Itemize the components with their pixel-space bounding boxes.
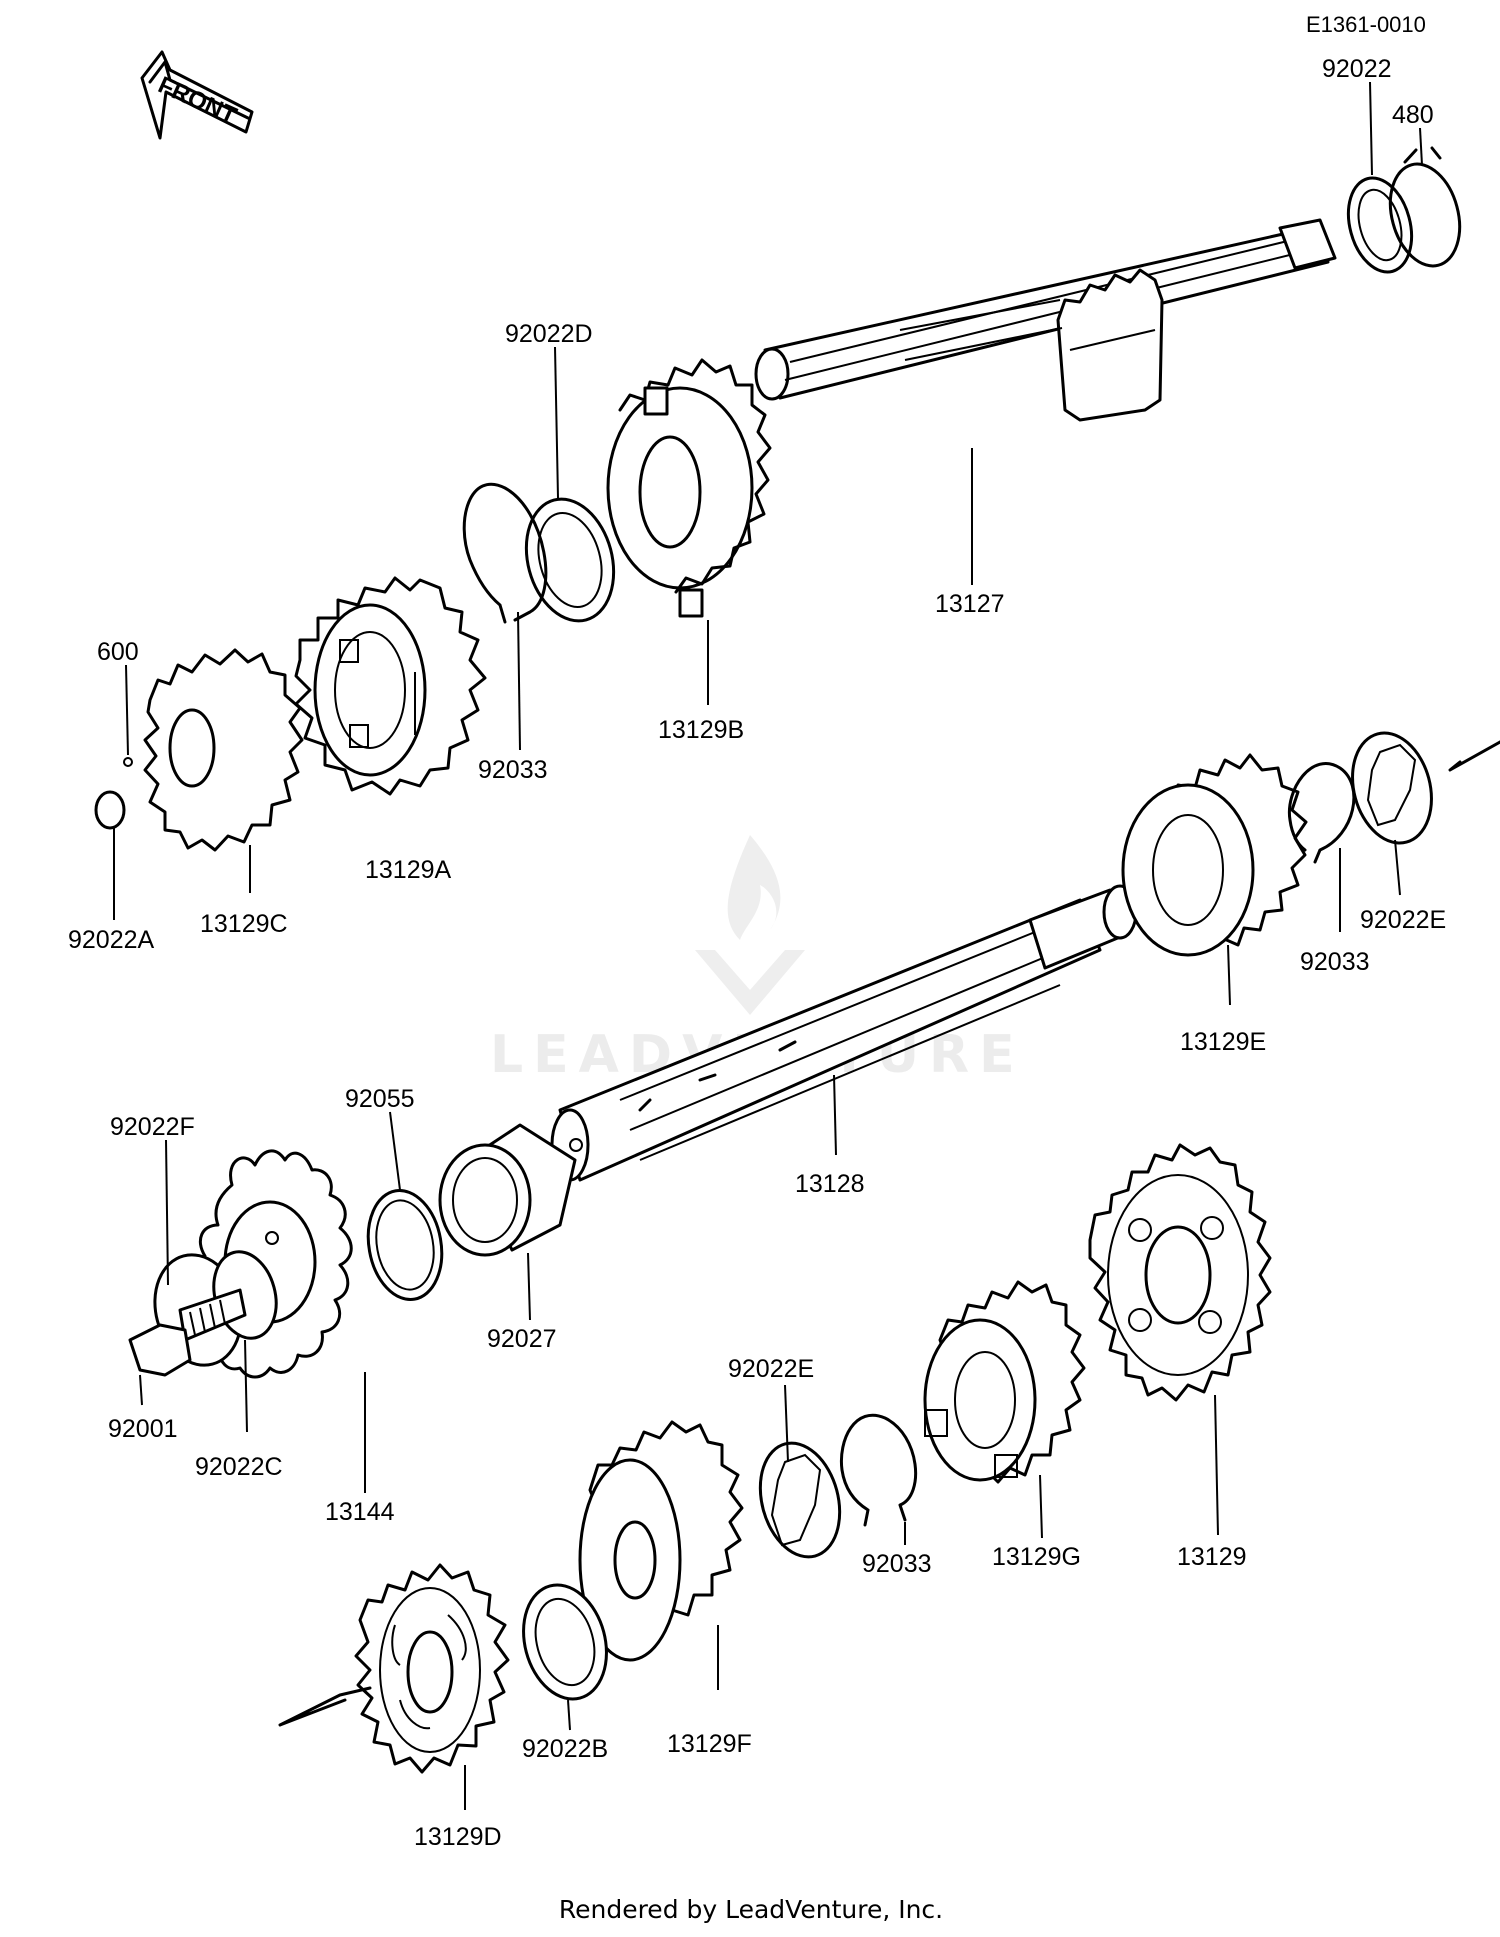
- label-13144: 13144: [325, 1498, 395, 1526]
- label-13129F: 13129F: [667, 1730, 752, 1758]
- diagram-code: E1361-0010: [1306, 12, 1426, 37]
- leader-lines: [113, 81, 1423, 1810]
- label-92055: 92055: [345, 1085, 415, 1113]
- label-13128: 13128: [795, 1170, 865, 1198]
- gear-13129G: [923, 1280, 1086, 1484]
- label-92033-right: 92033: [1300, 948, 1370, 976]
- gear-13129: [1088, 1143, 1272, 1402]
- label-13127: 13127: [935, 590, 1005, 618]
- mainshaft-13128: [550, 884, 1138, 1182]
- label-13129C: 13129C: [200, 910, 288, 938]
- label-92001: 92001: [108, 1415, 178, 1443]
- label-13129: 13129: [1177, 1543, 1247, 1571]
- front-arrow-icon: FRONT: [140, 50, 254, 140]
- label-480: 480: [1392, 101, 1434, 129]
- gear-13129A: [294, 576, 487, 796]
- label-92033-top: 92033: [478, 756, 548, 784]
- label-92022D: 92022D: [505, 320, 593, 348]
- label-92033-bottom: 92033: [862, 1550, 932, 1578]
- label-13129A: 13129A: [365, 856, 452, 884]
- flame-logo-icon: [695, 835, 805, 1015]
- label-92022: 92022: [1322, 55, 1392, 83]
- label-13129D: 13129D: [414, 1823, 502, 1851]
- circlip-92033-right: [1287, 762, 1356, 864]
- label-92022C: 92022C: [195, 1453, 283, 1481]
- gear-13129F: [578, 1420, 744, 1662]
- label-92022F: 92022F: [110, 1113, 195, 1141]
- label-13129E: 13129E: [1180, 1028, 1266, 1056]
- countershaft-13127: [754, 218, 1337, 422]
- label-13129B: 13129B: [658, 716, 744, 744]
- washer-92022: [1346, 176, 1414, 274]
- label-92022E-bottom: 92022E: [728, 1355, 814, 1383]
- bolt-92001: [128, 1288, 247, 1377]
- label-92022E-right: 92022E: [1360, 906, 1446, 934]
- gear-13129E: [1121, 753, 1308, 957]
- gear-13129C: [143, 648, 304, 852]
- ring-92022A: [94, 790, 126, 830]
- label-600: 600: [97, 638, 139, 666]
- gear-13129B: [606, 358, 772, 618]
- circlip-92033-bottom: [839, 1413, 918, 1527]
- footer-credit: Rendered by LeadVenture, Inc.: [558, 1895, 944, 1924]
- washer-92022E-right: [1351, 731, 1433, 845]
- front-label: FRONT: [154, 71, 241, 129]
- bushing-92027: [438, 1123, 577, 1257]
- gear-13129D: [354, 1563, 510, 1774]
- washer-92022B: [522, 1583, 608, 1701]
- label-92022B: 92022B: [522, 1735, 608, 1763]
- washer-92022E-bottom: [758, 1441, 842, 1559]
- circlip-480: [1388, 162, 1462, 268]
- dot-600: [123, 757, 133, 767]
- label-13129G: 13129G: [992, 1543, 1081, 1571]
- washer-92022D: [524, 497, 616, 623]
- label-92027: 92027: [487, 1325, 557, 1353]
- label-92022A: 92022A: [68, 926, 155, 954]
- washer-92055: [366, 1188, 444, 1302]
